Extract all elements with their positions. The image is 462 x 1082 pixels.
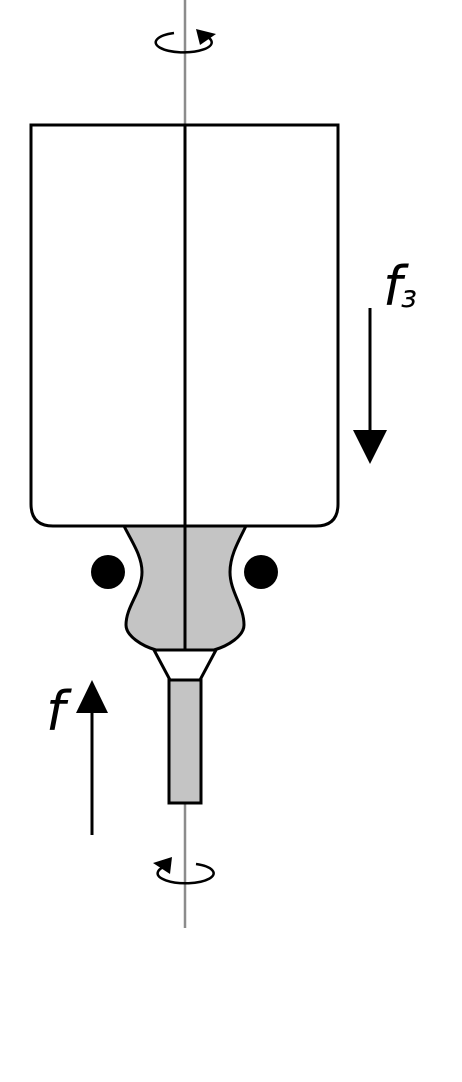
roller-right [244, 555, 278, 589]
force-arrow-up-icon [76, 680, 108, 835]
force-arrow-down-icon [353, 308, 387, 464]
force-label-upper-subscript: з [401, 280, 417, 315]
force-label-lower: f [46, 680, 72, 743]
tapered-neck [151, 648, 219, 682]
rotation-arrow-top-icon [154, 29, 216, 54]
lower-rod [167, 678, 203, 805]
roller-left [91, 555, 125, 589]
rotation-arrow-bottom-icon [153, 857, 215, 885]
